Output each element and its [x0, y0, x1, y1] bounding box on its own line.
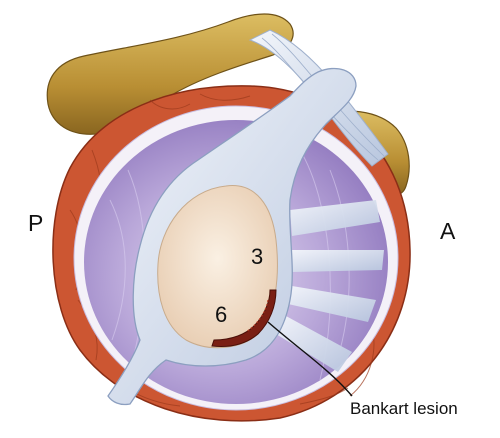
clock-position-6-label: 6	[215, 302, 228, 327]
lesion-leader-line	[267, 321, 353, 397]
clock-position-3-label: 3	[251, 244, 264, 269]
bankart-lesion	[211, 289, 277, 347]
glenohumeral-ligaments	[276, 200, 384, 372]
bankart-lesion-label: Bankart lesion	[350, 399, 458, 418]
posterior-label: P	[28, 210, 44, 236]
anterior-label: A	[440, 218, 456, 244]
glenoid-cartilage	[157, 185, 278, 349]
lesion-texture	[245, 299, 269, 333]
